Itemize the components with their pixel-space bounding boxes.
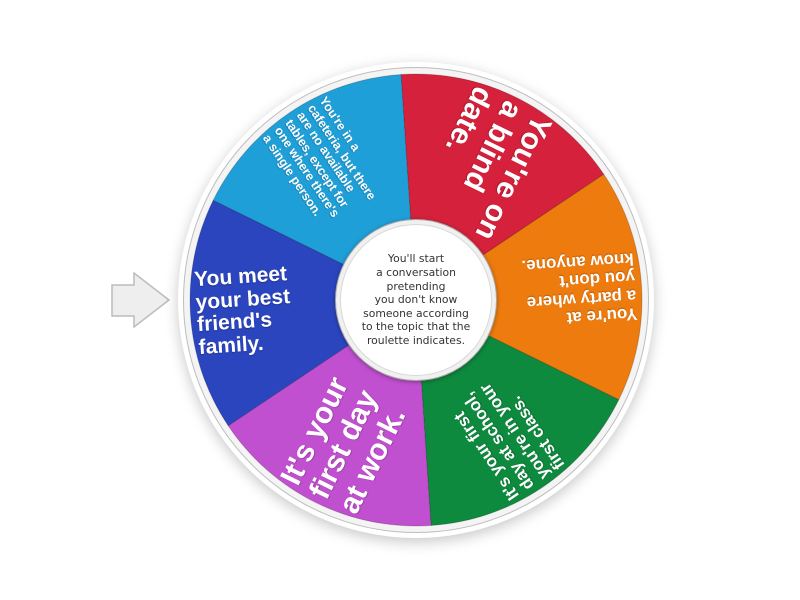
segment-label: You're at a party where you don't know a… [520,249,639,328]
arrow-right-icon [111,271,171,329]
wheel-segment[interactable] [189,199,417,427]
center-instructions: You'll start a conversation pretending y… [361,252,471,347]
hub-face: You'll start a conversation pretending y… [340,224,492,376]
segment-label: You meet your best friend's family. [193,262,291,360]
wheel-hub[interactable]: You'll start a conversation pretending y… [335,219,497,381]
wheel-segment[interactable] [415,173,643,401]
